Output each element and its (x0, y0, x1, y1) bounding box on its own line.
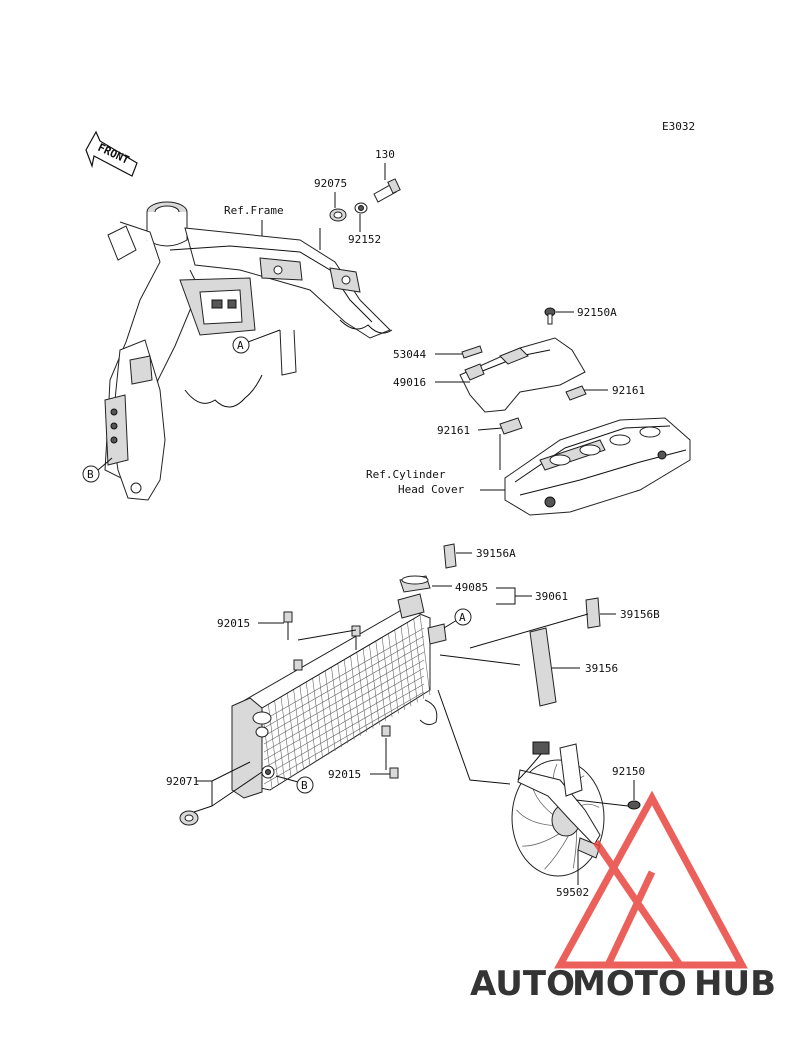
fan-blade (516, 809, 553, 826)
radiator-cap-49085 (399, 575, 431, 593)
fan-guide (437, 689, 511, 785)
grommet-guide (287, 622, 357, 650)
part-39156b-label: 39156B (620, 608, 660, 621)
pad-39156 (529, 627, 557, 707)
part-59502-label: 59502 (556, 886, 589, 899)
fan-blade (544, 835, 569, 870)
svg-text:B: B (87, 468, 94, 481)
svg-text:A: A (459, 611, 466, 624)
part-92161-left-label: 92161 (437, 424, 470, 437)
bolt-92150a (544, 307, 556, 325)
part-92015-top-label: 92015 (217, 617, 250, 630)
pad-39156a (443, 543, 457, 569)
heat-shield-49016 (459, 337, 586, 413)
ref-cylinder-line2: Head Cover (398, 483, 465, 496)
marker-a-radiator: A (443, 608, 472, 629)
fan-blade (522, 833, 560, 847)
pad-92161-left (499, 417, 523, 435)
part-39061-leader (496, 587, 532, 605)
watermark-triangle-logo (554, 790, 748, 969)
front-arrow-icon: FRONT (85, 130, 138, 177)
part-92150-label: 92150 (612, 765, 645, 778)
nut-92150 (627, 800, 641, 810)
part-130-label: 130 (375, 148, 395, 161)
part-92161-left-leader (477, 427, 503, 431)
ref-frame-label: Ref.Frame (224, 204, 284, 217)
radiator (231, 593, 447, 799)
cylinder-head-cover (504, 417, 691, 516)
watermark-auto: AUTO (470, 964, 575, 1004)
part-92071-leader (193, 761, 263, 813)
svg-text:B: B (301, 779, 308, 792)
part-49085-label: 49085 (455, 581, 488, 594)
pad-39156b (585, 597, 601, 629)
part-92150a-label: 92150A (577, 306, 617, 319)
ref-cylinder-line1: Ref.Cylinder (366, 468, 446, 481)
part-39156-label: 39156 (585, 662, 618, 675)
frame-illustration (104, 201, 393, 501)
frame-fasteners (329, 178, 401, 222)
part-92161-right-label: 92161 (612, 384, 645, 397)
part-49016-label: 49016 (393, 376, 426, 389)
part-53044-label: 53044 (393, 348, 426, 361)
watermark-moto: MOTO (572, 964, 687, 1004)
part-39156a-label: 39156A (476, 547, 516, 560)
marker-a-frame: A (232, 329, 281, 354)
pin-53044 (461, 345, 483, 359)
nut-guide (575, 799, 629, 807)
marker-b-frame: B (82, 457, 113, 483)
automotohub-watermark: AUTO MOTO HUB (470, 790, 776, 1004)
part-92015-bottom-label: 92015 (328, 768, 361, 781)
fan-blade (572, 830, 578, 869)
pad-92161-right (565, 385, 587, 401)
svg-text:A: A (237, 339, 244, 352)
part-92075-label: 92075 (314, 177, 347, 190)
part-92152-label: 92152 (348, 233, 381, 246)
marker-b-radiator: B (275, 775, 314, 794)
part-92071-label: 92071 (166, 775, 199, 788)
part-39061-label: 39061 (535, 590, 568, 603)
pad-guide-line (439, 654, 521, 666)
cooling-fan-59502 (511, 741, 605, 877)
pad-guide-line-b (469, 613, 589, 649)
diagram-code: E3032 (662, 120, 695, 133)
watermark-hub: HUB (694, 964, 776, 1004)
